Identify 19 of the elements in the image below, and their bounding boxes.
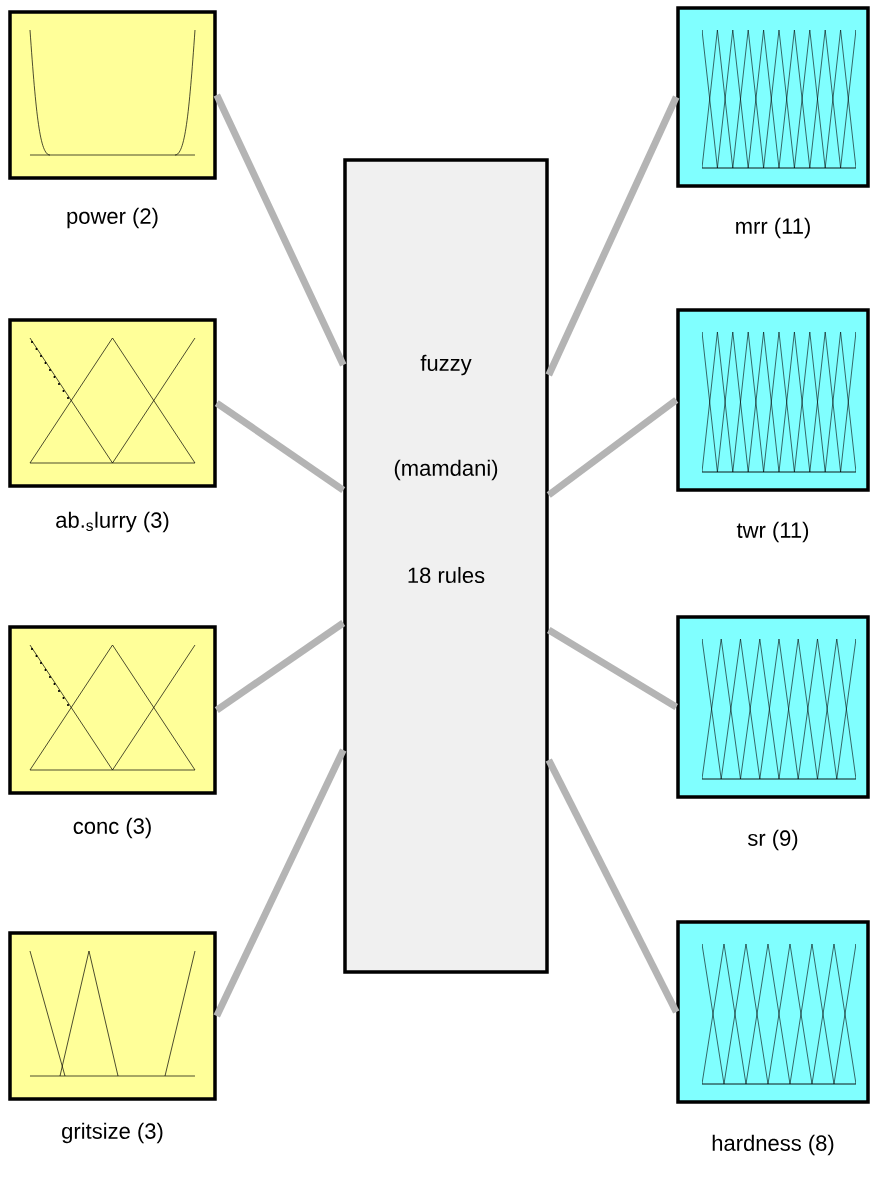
- connector-line: [213, 93, 347, 367]
- system-label: (mamdani): [394, 459, 498, 481]
- variable-label: mrr (11): [736, 217, 810, 239]
- variable-label: conc (3): [73, 817, 151, 839]
- system-label: fuzzy: [420, 354, 472, 376]
- connector-line: [213, 748, 347, 1018]
- variable-label: ab.$_{s}$lurry (3): [56, 511, 169, 533]
- connector-line: [545, 758, 680, 1014]
- variable-label: twr (11): [736, 521, 809, 543]
- variable-label: power (2): [67, 207, 158, 229]
- variable-label: sr (9): [747, 829, 798, 851]
- connector-line: [214, 620, 346, 713]
- system-label: 18 rules: [408, 566, 485, 584]
- connector-line: [214, 400, 346, 493]
- connector-line: [546, 397, 679, 498]
- variable-label: hardness (8): [712, 1134, 834, 1156]
- variable-label: gritsize (3): [62, 1122, 163, 1144]
- connector-line: [546, 627, 679, 710]
- connector-line: [545, 95, 680, 377]
